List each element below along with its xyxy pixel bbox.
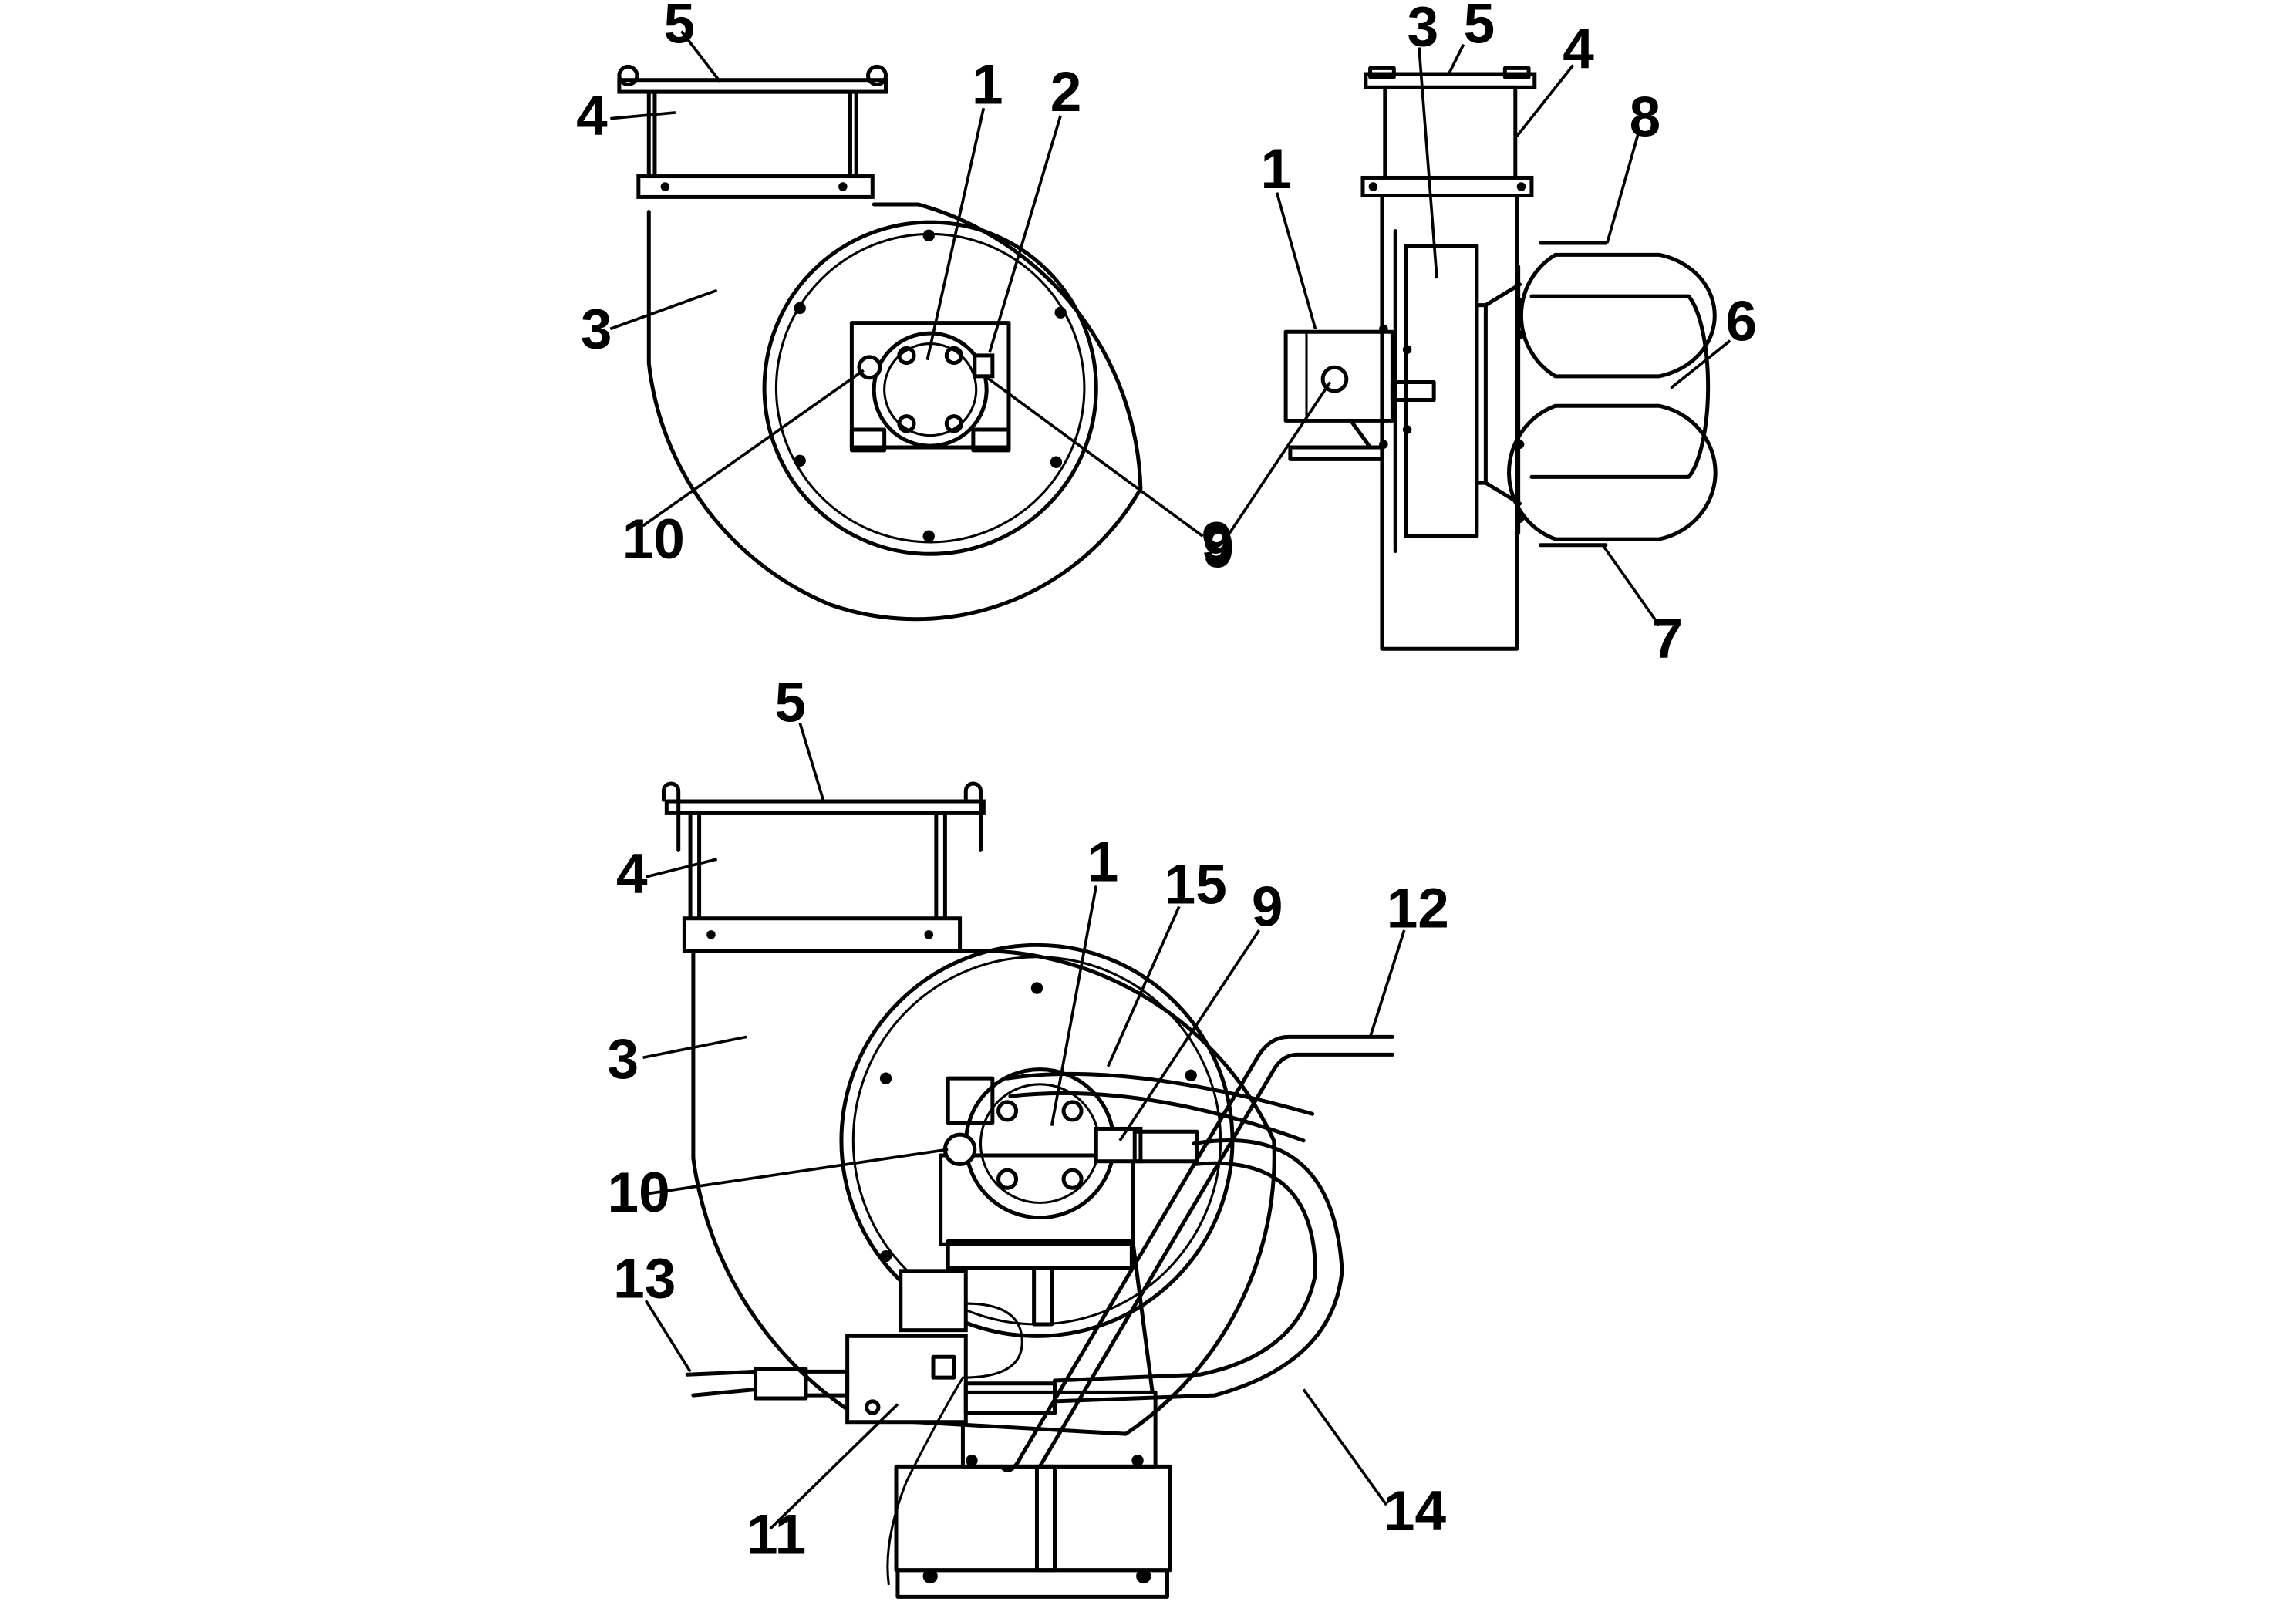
callout-13: 13 — [613, 1247, 676, 1310]
installed-elbow-fitting — [946, 1076, 995, 1125]
callout-4: 4 — [576, 85, 608, 147]
installed-view: 5 4 3 1 15 9 12 10 13 11 14 — [608, 671, 1449, 1599]
callout-1: 1 — [1260, 138, 1292, 201]
outlet-duct — [646, 89, 858, 180]
callout-14: 14 — [1384, 1480, 1447, 1543]
side-motor — [1283, 329, 1394, 423]
installed-duct-flange — [682, 916, 963, 953]
inlet-screen-lower — [1507, 403, 1718, 541]
side-housing-body — [1380, 194, 1519, 651]
side-shaft — [1390, 380, 1436, 403]
support-rod-12 — [999, 1034, 1394, 1472]
installed-motor-mount — [939, 1153, 1135, 1246]
side-motor-base — [1288, 445, 1384, 461]
side-view: 3 5 4 1 8 6 7 9 — [1203, 0, 1758, 670]
port-fitting-10 — [857, 355, 882, 380]
callout-5: 5 — [1464, 0, 1495, 56]
hose-14 — [1053, 1138, 1344, 1404]
callout-4: 4 — [616, 843, 648, 905]
callout-5: 5 — [663, 0, 695, 56]
callout-3: 3 — [608, 1028, 639, 1091]
hydraulic-motor — [872, 331, 989, 448]
housing-flange-ring — [762, 220, 1098, 556]
callout-10: 10 — [608, 1162, 670, 1224]
front-view: 5 4 3 1 2 10 9 — [576, 0, 1233, 622]
housing-flange-inner-ring — [774, 232, 1086, 544]
callout-8: 8 — [1630, 86, 1661, 149]
side-duct-flange — [1360, 175, 1534, 198]
side-outlet-duct — [1383, 85, 1518, 181]
callout-10: 10 — [622, 508, 685, 571]
hose-15 — [1005, 1071, 1315, 1116]
callout-9: 9 — [1252, 875, 1283, 938]
side-impeller — [1404, 244, 1479, 538]
port-fitting-9 — [973, 353, 995, 379]
base-plate — [960, 1390, 1158, 1469]
blower-housing-outline — [646, 202, 1143, 622]
solenoid-coil — [899, 1269, 968, 1333]
installed-outlet-duct — [688, 811, 947, 922]
callout-4: 4 — [1563, 18, 1594, 80]
callout-11: 11 — [747, 1504, 806, 1566]
callout-15: 15 — [1165, 854, 1227, 916]
duct-lower-flange — [636, 174, 875, 199]
callout-3: 3 — [581, 298, 612, 360]
inlet-screen-upper — [1519, 252, 1717, 379]
callout-1: 1 — [1087, 831, 1119, 894]
hose-13 — [685, 1369, 758, 1398]
callout-6: 6 — [1726, 291, 1758, 353]
installed-port-10 — [942, 1132, 977, 1167]
callout-1: 1 — [972, 53, 1003, 116]
base-stand — [894, 1464, 1172, 1573]
callout-12: 12 — [1387, 877, 1449, 939]
callout-9: 9 — [1202, 511, 1233, 574]
callout-3: 3 — [1408, 0, 1439, 59]
callout-9: 9 — [1203, 518, 1235, 580]
callout-5: 5 — [775, 671, 807, 733]
installed-hydraulic-motor — [963, 1067, 1116, 1220]
callout-7: 7 — [1651, 608, 1683, 670]
top-cover-plate — [617, 78, 888, 94]
installed-housing-outline — [691, 949, 1276, 1436]
outlet-fitting — [963, 1381, 1057, 1415]
callout-2: 2 — [1050, 61, 1082, 123]
